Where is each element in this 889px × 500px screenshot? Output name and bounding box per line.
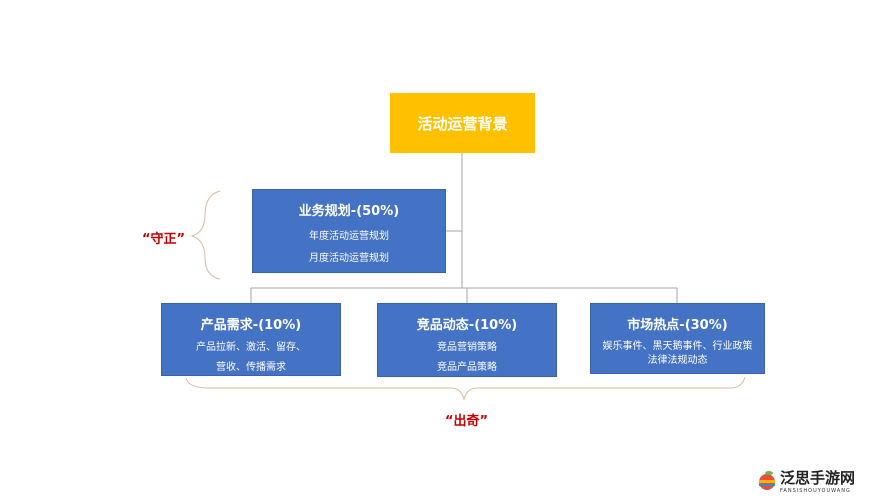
node-line: 产品拉新、激活、留存、 (196, 342, 306, 353)
label-chuqi: “出奇” (445, 414, 489, 429)
node-line: 法律法规动态 (647, 355, 708, 366)
left-brace (190, 190, 221, 280)
bottom-brace (185, 376, 746, 401)
watermark-pinyin: FANSISHOUYOUWANG (780, 488, 851, 494)
child-node-competitor: 竞品动态-(10%) 竞品营销策略 竞品产品策略 (377, 303, 557, 377)
child-node-product: 产品需求-(10%) 产品拉新、激活、留存、 营收、传播需求 (161, 303, 341, 376)
node-line: 竞品营销策略 (437, 342, 497, 353)
root-node: 活动运营背景 (390, 93, 535, 153)
node-title: 业务规划-(50%) (298, 204, 400, 219)
apple-logo-icon (759, 471, 775, 490)
watermark: 泛思手游网 FANSISHOUYOUWANG (759, 467, 856, 494)
node-line: 竞品产品策略 (437, 362, 497, 373)
node-title: 产品需求-(10%) (200, 318, 302, 333)
node-line: 月度活动运营规划 (309, 253, 389, 264)
node-line: 年度活动运营规划 (309, 231, 389, 242)
node-line: 营收、传播需求 (216, 362, 286, 373)
label-shouzheng: “守正” (142, 232, 186, 247)
node-line: 娱乐事件、黑天鹅事件、行业政策 (602, 341, 753, 352)
child-node-market: 市场热点-(30%) 娱乐事件、黑天鹅事件、行业政策 法律法规动态 (590, 303, 765, 374)
node-title: 竞品动态-(10%) (416, 318, 518, 333)
node-title: 市场热点-(30%) (627, 318, 728, 333)
watermark-name: 泛思手游网 (780, 469, 856, 487)
planning-node: 业务规划-(50%) 年度活动运营规划 月度活动运营规划 (252, 189, 446, 273)
